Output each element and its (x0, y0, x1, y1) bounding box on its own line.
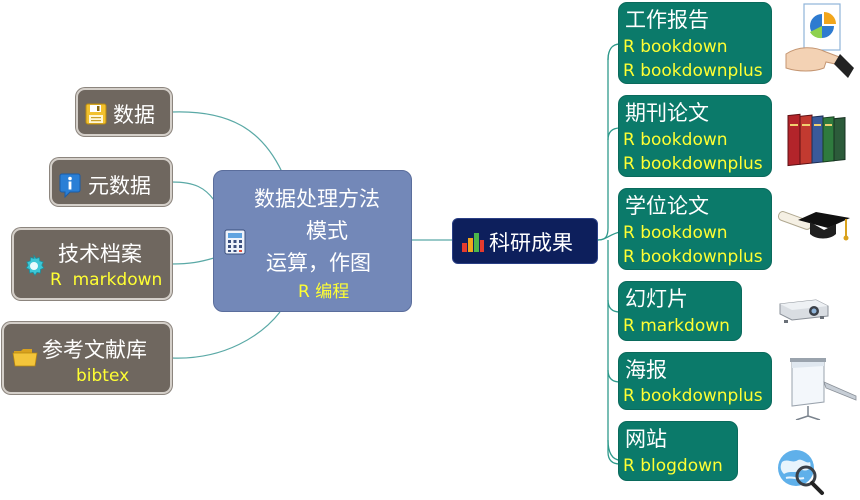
node-tech-archive[interactable]: 技术档案 R markdown (12, 228, 172, 300)
link-reference (171, 311, 281, 359)
node-journal-paper-sub-2: R bookdownplus (623, 154, 763, 174)
node-work-report-sub-2: R bookdownplus (623, 61, 763, 81)
center-node[interactable]: 数据处理方法 模式 运算，作图 R 编程 (213, 170, 412, 312)
node-thesis-sub-1: R bookdown (623, 223, 728, 243)
hub-label: 科研成果 (489, 231, 573, 255)
node-reference-library[interactable]: 参考文献库 bibtex (2, 322, 172, 394)
projection-screen-picture (780, 356, 858, 421)
node-thesis-title: 学位论文 (625, 194, 709, 218)
node-metadata-label: 元数据 (88, 174, 151, 198)
node-journal-paper-sub-1: R bookdown (623, 130, 728, 150)
node-metadata[interactable]: 元数据 (50, 158, 172, 206)
link-data (171, 111, 283, 173)
link-branch-trunk (597, 43, 621, 465)
node-work-report[interactable]: 工作报告 R bookdown R bookdownplus (618, 2, 772, 84)
node-slides[interactable]: 幻灯片 R markdown (618, 281, 742, 341)
node-reference-library-sub: bibtex (76, 366, 130, 386)
node-poster-sub-1: R bookdownplus (623, 386, 763, 406)
calculator-icon (224, 229, 246, 255)
gear-icon (22, 254, 46, 278)
center-line-1: 数据处理方法 (254, 187, 380, 211)
books-picture (784, 106, 848, 168)
hand-pie-chart-picture (784, 2, 856, 82)
node-website[interactable]: 网站 R blogdown (618, 421, 738, 481)
center-line-4: R 编程 (298, 282, 350, 302)
node-website-sub-1: R blogdown (623, 456, 723, 476)
node-thesis-sub-2: R bookdownplus (623, 247, 763, 267)
node-tech-archive-sub: R markdown (50, 270, 163, 290)
hub-node[interactable]: 科研成果 (452, 218, 598, 264)
node-data[interactable]: 数据 (76, 88, 172, 136)
globe-magnifier-picture (772, 448, 826, 496)
link-metadata (171, 181, 215, 201)
bar-chart-icon (461, 229, 485, 253)
node-thesis[interactable]: 学位论文 R bookdown R bookdownplus (618, 188, 772, 270)
info-icon (58, 172, 82, 198)
link-tech-archive (171, 257, 215, 265)
node-slides-sub-1: R markdown (623, 316, 730, 336)
node-slides-title: 幻灯片 (625, 287, 688, 311)
floppy-disk-icon (84, 102, 108, 126)
link-thesis (597, 231, 621, 241)
node-work-report-title: 工作报告 (625, 8, 709, 32)
node-website-title: 网站 (625, 427, 667, 451)
center-line-3: 运算，作图 (266, 251, 371, 275)
node-reference-library-label: 参考文献库 (42, 338, 147, 362)
node-data-label: 数据 (113, 103, 155, 127)
node-poster-title: 海报 (625, 358, 667, 382)
node-work-report-sub-1: R bookdown (623, 37, 728, 57)
node-poster[interactable]: 海报 R bookdownplus (618, 352, 772, 410)
node-tech-archive-label: 技术档案 (58, 242, 142, 266)
center-line-2: 模式 (306, 219, 348, 243)
node-journal-paper[interactable]: 期刊论文 R bookdown R bookdownplus (618, 95, 772, 177)
graduation-cap-picture (776, 200, 852, 250)
node-journal-paper-title: 期刊论文 (625, 101, 709, 125)
projector-picture (776, 292, 830, 326)
folder-icon (12, 346, 38, 368)
